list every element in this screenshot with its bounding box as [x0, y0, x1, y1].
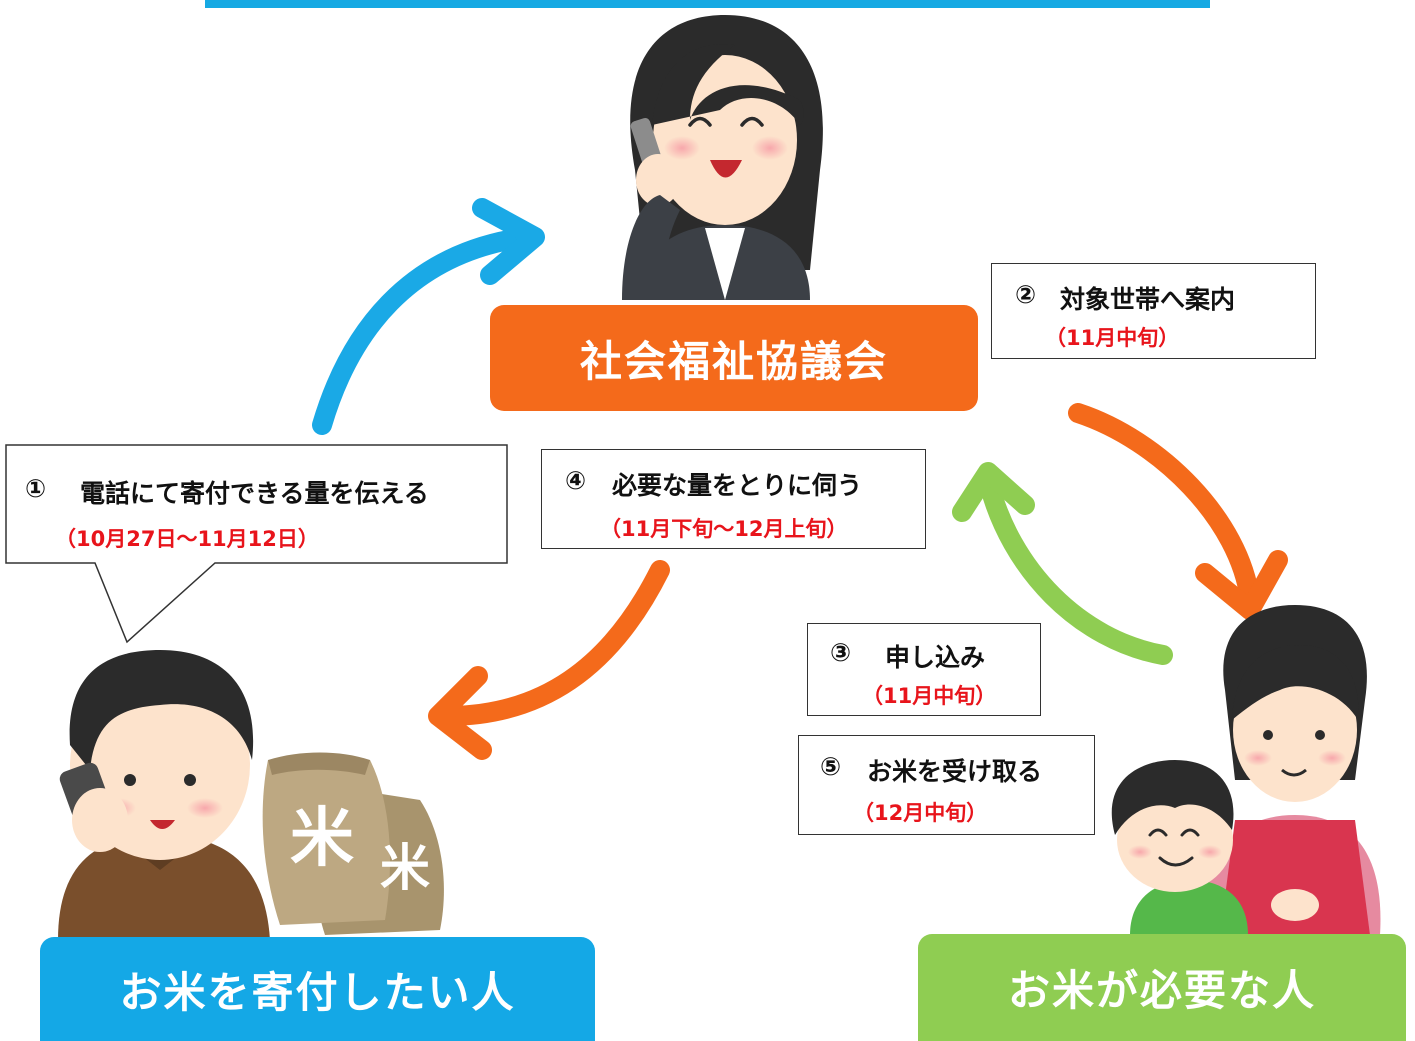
rice-bag-mark-2: 米: [380, 839, 430, 897]
step-5-title: お米を受け取る: [867, 757, 1043, 786]
step-2-number: ②: [1015, 280, 1037, 309]
step-2-box: [991, 263, 1316, 359]
step-3-number: ③: [830, 638, 852, 667]
woman-on-phone-icon: [622, 15, 823, 300]
step-4-date: （11月下旬～12月上旬）: [600, 517, 848, 541]
speech-bubble: [5, 444, 508, 644]
donor-label: お米を寄付したい人: [40, 937, 595, 1041]
step-1-title: 電話にて寄付できる量を伝える: [80, 479, 429, 508]
step-5-number: ⑤: [820, 752, 842, 781]
mother-and-child-icon: [1111, 605, 1381, 935]
rice-bag-mark: 米: [290, 802, 354, 876]
step-5-date: （12月中旬）: [853, 801, 988, 825]
step-4-number: ④: [565, 466, 587, 495]
step-3-box: [807, 623, 1041, 716]
step-5-box: [798, 735, 1095, 835]
council-label: 社会福祉協議会: [490, 305, 978, 411]
arrow-council-to-recipient: [1068, 403, 1288, 620]
step-1-date: （10月27日～11月12日）: [55, 527, 319, 551]
step-3-date: （11月中旬）: [862, 684, 997, 708]
step-4-box: [541, 449, 926, 549]
recipient-label: お米が必要な人: [918, 934, 1406, 1041]
step-4-title: 必要な量をとりに伺う: [612, 471, 863, 500]
man-on-phone-icon: [58, 650, 270, 940]
arrow-council-to-donor: [428, 560, 670, 760]
top-bar: [205, 0, 1210, 8]
step-2-title: 対象世帯へ案内: [1060, 285, 1236, 314]
step-3-title: 申し込み: [885, 643, 986, 672]
step-1-number: ①: [25, 474, 47, 503]
rice-bag-icon: 米 米: [262, 752, 444, 935]
step-2-date: （11月中旬）: [1045, 326, 1180, 350]
arrow-donor-to-council: [312, 198, 545, 435]
arrow-recipient-to-council: [952, 462, 1173, 665]
